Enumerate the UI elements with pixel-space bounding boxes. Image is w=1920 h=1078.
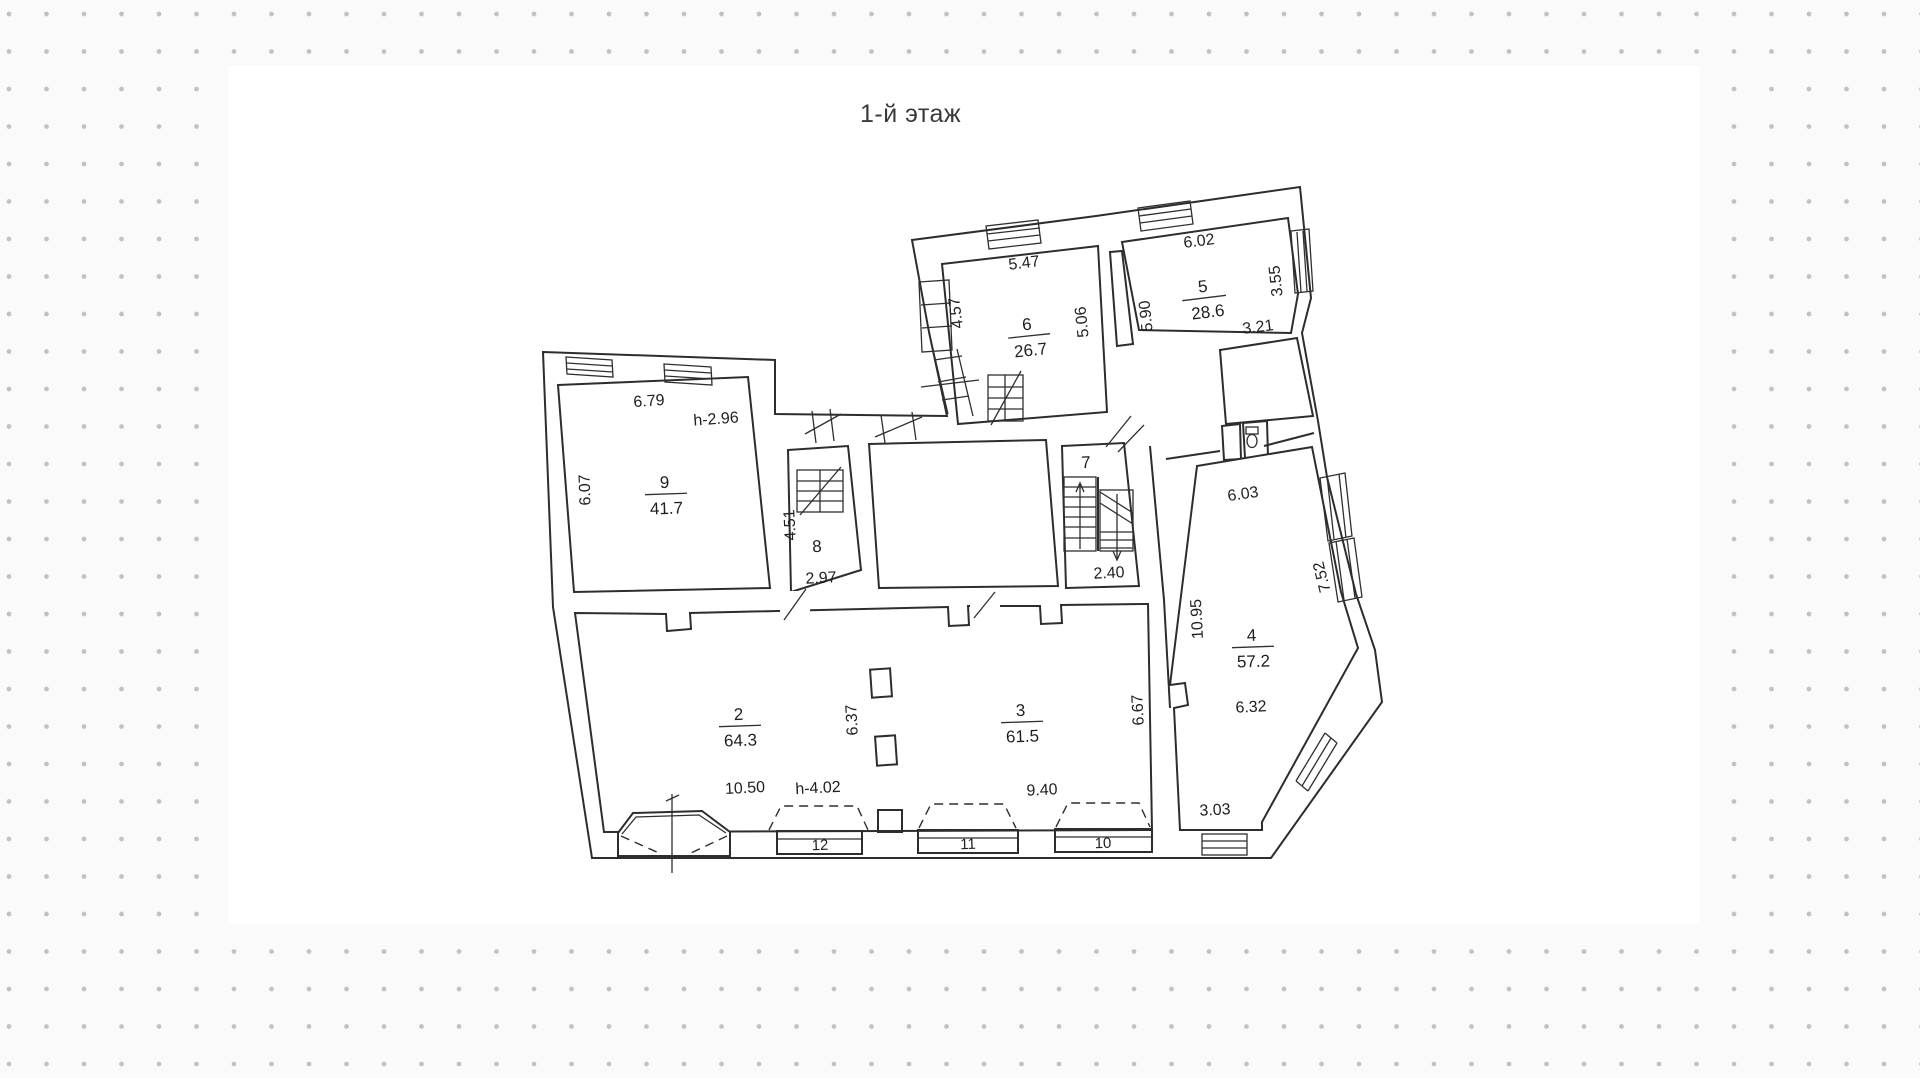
pilaster-stub [877,809,903,833]
dim-room8-left: 4.51 [781,509,800,541]
room-3-number: 3 [1016,701,1026,720]
room-6-number: 6 [1021,315,1032,335]
room-3-area: 61.5 [1006,726,1040,746]
window-room5-right [1290,228,1314,294]
room-4-label: 4 57.2 [1231,626,1275,672]
room-5-label: 5 28.6 [1182,277,1227,324]
window-room4-right-upper [1319,472,1353,542]
dim-room9-top: 6.79 [633,392,665,411]
room-9-area: 41.7 [650,498,684,518]
porch-12-number: 12 [811,837,828,855]
dim-room5-top: 6.02 [1183,231,1216,252]
windows [565,200,1363,856]
dim-room4-left: 10.95 [1188,598,1207,639]
stair-room8 [796,466,844,516]
room-4-area: 57.2 [1237,651,1271,671]
window-room9-top-right [663,363,713,386]
dim-room4-bottom: 3.03 [1199,801,1231,820]
pillar-top [868,667,894,699]
dimension-labels: 5.47 4.57 5.06 6.02 5.90 3.55 3.21 6.79 … [576,231,1334,820]
dim-room9-ceiling-height: h-2.96 [693,409,740,429]
dim-room6-left: 4.57 [946,296,967,329]
room-7-number: 7 [1081,453,1091,472]
hall-2-3-outline [573,602,1154,834]
window-room4-bottom [1201,833,1248,856]
window-opening-strip-b [874,411,923,444]
window-room9-top-left [565,356,614,378]
porch-11-number: 11 [960,836,976,854]
room-9-outline [556,375,772,594]
stair-up-arrowhead [1075,481,1085,493]
dim-room5-left: 5.90 [1136,299,1156,332]
stair-room6 [987,370,1024,426]
room-9-label: 9 41.7 [644,473,688,519]
room-3-label: 3 61.5 [1000,701,1044,747]
window-room5-top [1137,200,1194,232]
room-6-area: 26.7 [1013,339,1048,361]
dim-room2-ceiling-height: h-4.02 [795,779,841,798]
window-room4-diagonal [1295,732,1338,792]
door-tick-hall-left [783,588,807,621]
dim-room3-bottom: 9.40 [1026,781,1058,800]
window-room4-right-lower [1328,537,1363,603]
ramp-passage [920,331,980,417]
neck-passage-outline [1220,422,1243,462]
stair-room7 [1063,415,1145,562]
room-4-outline [1168,445,1360,831]
wall-room7-room4 [1149,445,1171,709]
pillars [868,667,903,833]
porch-10 [1054,802,1153,853]
toilet-icon [1245,426,1259,449]
porch-10-number: 10 [1094,835,1111,853]
room-5-outline [1120,216,1300,335]
dim-room5-right: 3.55 [1266,264,1286,297]
stair-down-arrowhead [1112,550,1122,562]
dim-room5-bottom: 3.21 [1242,317,1275,338]
porch-12 [768,805,869,855]
wall-room4-top-right [1263,432,1315,447]
room-2-number: 2 [734,705,744,724]
room-2-label: 2 64.3 [718,705,762,751]
window-opening-strip-a [804,408,842,444]
room-8-number: 8 [812,537,822,556]
vestibule-outline [1218,336,1315,426]
dim-room9-left: 6.07 [576,474,594,506]
door-tick-hall-right [973,591,996,619]
dim-room7-bottom: 2.40 [1093,564,1125,583]
dim-room2-bottom: 10.50 [725,779,766,798]
porch-11 [917,803,1019,854]
room-4-number: 4 [1247,626,1257,645]
rooms [556,216,1360,834]
dim-room4-mid: 6.32 [1235,698,1267,717]
window-room6-top [985,219,1042,250]
wall-room4-top-left [1165,450,1221,460]
room-5-number: 5 [1197,277,1209,297]
dim-room6-right: 5.06 [1072,305,1092,338]
dim-room8-bottom: 2.97 [805,569,837,588]
dim-room6-top: 5.47 [1008,253,1041,274]
room-5-area: 28.6 [1190,301,1225,324]
corridor-6-5-outline [1108,249,1135,348]
dim-hall-middle: 6.37 [843,704,862,736]
room-central-outline [867,438,1060,590]
room-9-number: 9 [660,473,670,492]
door-opening-hall-right [970,595,1000,617]
room-labels: 6 26.7 5 28.6 9 41.7 4 57.2 2 64.3 3 61.… [644,277,1275,855]
window-room6-left [918,279,953,353]
room-6-outline [940,244,1109,426]
room-6-label: 6 26.7 [1008,315,1051,361]
door-openings [780,408,1000,621]
dim-room3-right: 6.67 [1129,694,1148,726]
floor-title: 1-й этаж [860,100,962,128]
bay-window [617,794,731,873]
pillar-bottom [873,734,899,767]
dim-room4-top: 6.03 [1226,484,1259,505]
room-2-area: 64.3 [724,730,758,750]
